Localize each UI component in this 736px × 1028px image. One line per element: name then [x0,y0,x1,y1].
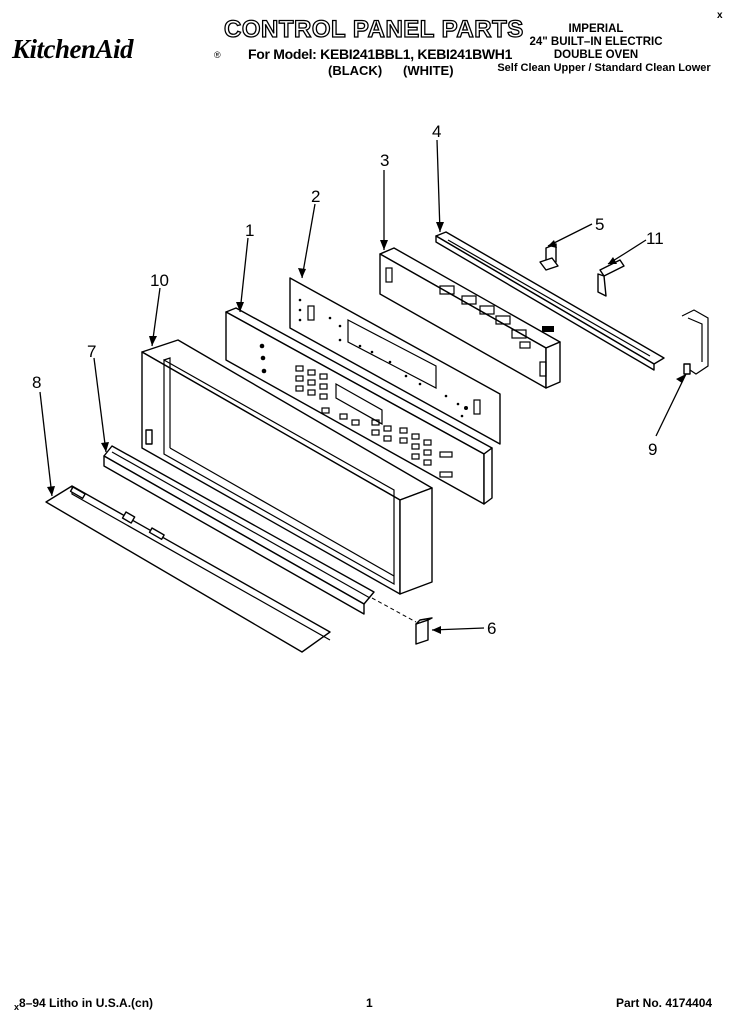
litho-text: 8–94 Litho in U.S.A.(cn) [19,996,154,1010]
registered-mark: ® [214,50,221,60]
brand-logo: KitchenAid [12,34,134,64]
appliance-line-1: IMPERIAL [568,23,624,35]
part-5-bracket[interactable] [539,243,559,271]
callout-10: 10 [150,271,169,290]
part-2-overlay[interactable] [289,277,501,445]
callout-9: 9 [648,440,657,459]
black-color-label: (BLACK) [328,63,383,78]
callout-1: 1 [245,221,254,240]
callout-7: 7 [87,342,96,361]
part-4-top-rail[interactable] [435,231,665,371]
callout-2: 2 [311,187,320,206]
part-1-control-panel[interactable] [225,307,493,505]
part-10-panel-housing[interactable] [141,339,433,595]
page-number: 1 [366,996,373,1010]
part-6-clip[interactable] [415,617,433,645]
model-line: For Model: KEBI241BBL1, KEBI241BWH1 [248,46,513,62]
white-color-label: (WHITE) [403,63,454,78]
callout-11: 11 [646,229,664,248]
callout-6: 6 [487,619,496,638]
part-8-lower-trim[interactable] [45,485,331,653]
callout-4: 4 [432,122,441,141]
part-7-angled-strip[interactable] [103,445,375,615]
part-11-clip[interactable] [597,259,625,297]
callout-5: 5 [595,215,604,234]
appliance-line-4: Self Clean Upper / Standard Clean Lower [497,62,711,74]
part-9-hanger-bracket[interactable] [681,309,709,375]
appliance-line-2: 24" BUILT–IN ELECTRIC [529,36,663,48]
callout-3: 3 [380,151,389,170]
litho-note: x8–94 Litho in U.S.A.(cn) [14,996,153,1012]
assembly-guide-line [371,597,417,623]
part-3-control-board[interactable] [379,247,561,389]
footer-mark: x [14,1002,20,1012]
appliance-line-3: DOUBLE OVEN [553,49,639,61]
leader-arrowheads [47,222,686,634]
page-title: CONTROL PANEL PARTS [223,15,524,43]
part-number: Part No. 4174404 [616,996,713,1010]
callout-8: 8 [32,373,41,392]
corner-mark: x [717,10,723,21]
